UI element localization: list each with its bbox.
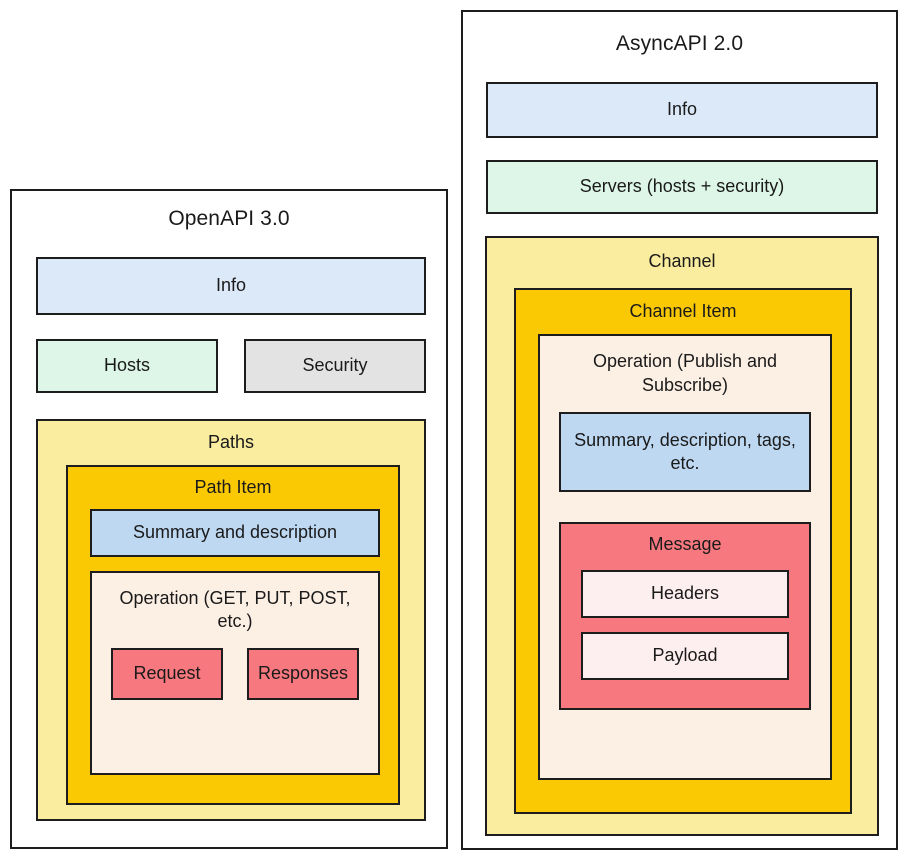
openapi-summary-block: Summary and description <box>90 509 380 557</box>
openapi-panel: OpenAPI 3.0 Info Hosts Security Paths Pa… <box>10 189 448 849</box>
asyncapi-message-label: Message <box>648 533 722 554</box>
asyncapi-summary-block: Summary, description, tags, etc. <box>559 411 811 492</box>
asyncapi-headers-block: Headers <box>581 569 789 618</box>
asyncapi-message-block: Message Headers Payload <box>559 521 811 710</box>
asyncapi-panel-title: AsyncAPI 2.0 <box>615 32 744 55</box>
openapi-info-block: Info <box>36 257 426 315</box>
openapi-operation-label: Operation (GET, PUT, POST, etc.) <box>119 588 351 632</box>
asyncapi-channel-label: Channel <box>648 251 716 271</box>
openapi-paths-label: Paths <box>207 432 255 452</box>
openapi-hosts-block: Hosts <box>36 339 218 393</box>
openapi-request-block: Request <box>111 647 223 700</box>
asyncapi-payload-block: Payload <box>581 631 789 680</box>
openapi-path-item-label: Path Item <box>194 477 272 497</box>
asyncapi-operation-block: Operation (Publish and Subscribe) Summar… <box>538 334 832 780</box>
openapi-paths-block: Paths Path Item Summary and description … <box>36 419 426 821</box>
openapi-operation-block: Operation (GET, PUT, POST, etc.) Request… <box>90 571 380 775</box>
asyncapi-channel-block: Channel Channel Item Operation (Publish … <box>485 236 879 836</box>
openapi-panel-title: OpenAPI 3.0 <box>168 207 290 230</box>
openapi-operation-children: Request Responses <box>111 647 359 700</box>
openapi-security-block: Security <box>244 339 426 393</box>
asyncapi-servers-block: Servers (hosts + security) <box>486 160 878 214</box>
asyncapi-info-block: Info <box>486 82 878 138</box>
asyncapi-operation-label: Operation (Publish and Subscribe) <box>592 351 778 396</box>
openapi-responses-block: Responses <box>247 647 359 700</box>
asyncapi-panel: AsyncAPI 2.0 Info Servers (hosts + secur… <box>461 10 898 850</box>
asyncapi-channel-item-label: Channel Item <box>629 301 737 321</box>
openapi-path-item-block: Path Item Summary and description Operat… <box>66 465 400 805</box>
asyncapi-channel-item-block: Channel Item Operation (Publish and Subs… <box>514 288 852 814</box>
